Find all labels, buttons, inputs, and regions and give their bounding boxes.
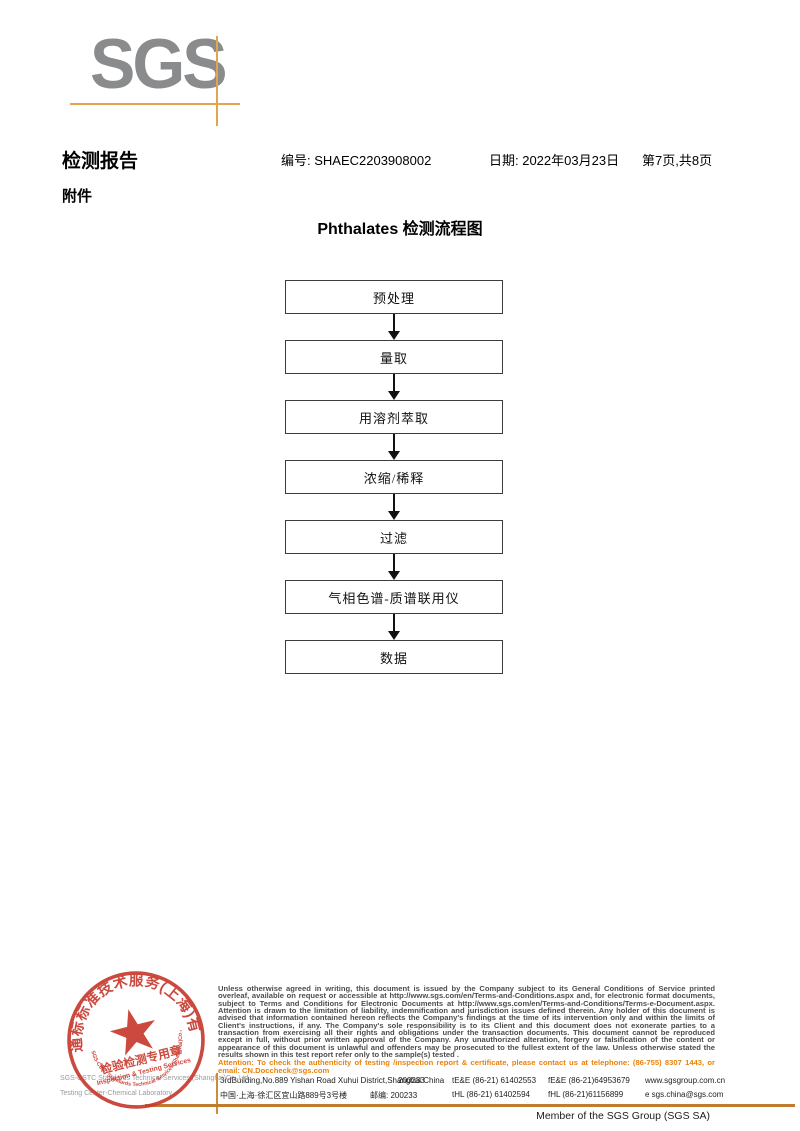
flow-step-data: 数据 — [285, 640, 503, 674]
address-en: 3rdBuilding,No.889 Yishan Road Xuhui Dis… — [220, 1076, 445, 1085]
seal-star-icon — [109, 1009, 155, 1056]
legal-disclaimer-block: Unless otherwise agreed in writing, this… — [218, 985, 715, 1074]
sgs-logo: SGS — [0, 0, 280, 140]
legal-disclaimer-text: Unless otherwise agreed in writing, this… — [218, 984, 715, 1060]
flow-step-filter: 过滤 — [285, 520, 503, 554]
report-date: 日期: 2022年03月23日 — [489, 153, 620, 168]
flow-step-gcms: 气相色谱-质谱联用仪 — [285, 580, 503, 614]
phone-hl: tHL (86-21) 61402594 — [452, 1090, 530, 1099]
fax-ee: fE&E (86-21)64953679 — [548, 1076, 630, 1085]
down-arrow-icon — [285, 554, 503, 580]
down-arrow-icon — [285, 374, 503, 400]
page-indicator: 第7页,共8页 — [642, 153, 713, 168]
flowchart: 预处理 量取 用溶剂萃取 浓缩/稀释 过滤 气相色谱-质谱联用仪 数据 — [285, 280, 503, 674]
flow-step-pretreatment: 预处理 — [285, 280, 503, 314]
attachment-label: 附件 — [62, 188, 93, 205]
lab-company-line1: SGS-CSTC Standards Technical Services (S… — [60, 1075, 251, 1082]
footer-vertical-divider — [216, 1073, 218, 1114]
postcode-cn: 邮编: 200233 — [370, 1091, 418, 1100]
down-arrow-icon — [285, 434, 503, 460]
down-arrow-icon — [285, 494, 503, 520]
email-address: e sgs.china@sgs.com — [645, 1090, 724, 1099]
website-url: www.sgsgroup.com.cn — [645, 1076, 726, 1085]
flow-step-concentrate-dilute: 浓缩/稀释 — [285, 460, 503, 494]
flow-step-solvent-extraction: 用溶剂萃取 — [285, 400, 503, 434]
postcode-en: 200233 — [398, 1076, 425, 1085]
sgs-logo-text: SGS — [90, 24, 228, 104]
address-row-cn: 中国·上海·徐汇区宜山路889号3号楼 邮编: 200233 tHL (86-2… — [0, 1090, 800, 1103]
down-arrow-icon — [285, 314, 503, 340]
footer-horizontal-divider — [145, 1104, 795, 1107]
down-arrow-icon — [285, 614, 503, 640]
attention-notice: Attention: To check the authenticity of … — [218, 1058, 715, 1075]
phone-ee: tE&E (86-21) 61402553 — [452, 1076, 537, 1085]
report-number: 编号: SHAEC2203908002 — [281, 153, 432, 168]
sgs-member-line: Member of the SGS Group (SGS SA) — [536, 1110, 710, 1122]
lab-company-name: SGS-CSTC Standards Technical Services (S… — [60, 1071, 251, 1101]
fax-hl: fHL (86-21)61156899 — [548, 1090, 624, 1099]
logo-horizontal-rule — [70, 103, 240, 105]
logo-vertical-rule — [216, 36, 218, 126]
address-cn: 中国·上海·徐汇区宜山路889号3号楼 — [220, 1091, 348, 1100]
lab-company-line2: Testing Center-Chemical Laboratory. — [60, 1090, 174, 1097]
flow-step-measure: 量取 — [285, 340, 503, 374]
address-row-en: 3rdBuilding,No.889 Yishan Road Xuhui Dis… — [0, 1076, 800, 1089]
flowchart-title: Phthalates 检测流程图 — [317, 221, 483, 238]
page-title: 检测报告 — [62, 151, 139, 172]
